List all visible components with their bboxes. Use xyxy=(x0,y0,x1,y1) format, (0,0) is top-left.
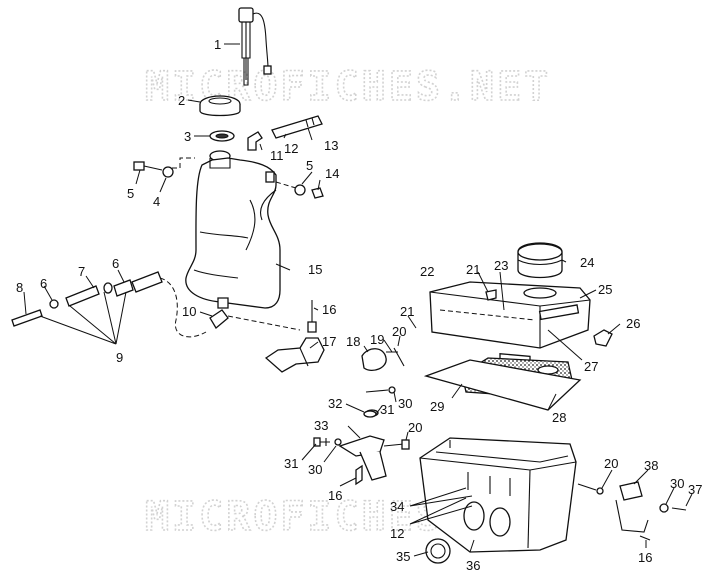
callout-25: 25 xyxy=(598,282,612,297)
callout-32: 32 xyxy=(328,396,342,411)
callout-5-left: 5 xyxy=(127,186,134,201)
callout-35: 35 xyxy=(396,549,410,564)
callout-30-left: 30 xyxy=(308,462,322,477)
part-battery-lid xyxy=(429,281,591,372)
callout-28: 28 xyxy=(552,410,566,425)
callout-17: 17 xyxy=(322,334,336,349)
part-battery-box xyxy=(419,437,577,553)
callout-29: 29 xyxy=(430,399,444,414)
callout-20-lid: 20 xyxy=(392,324,406,339)
part-strap-bracket xyxy=(577,481,687,541)
part-vent-hose xyxy=(271,115,323,139)
part-tank-bracket xyxy=(264,300,325,373)
part-grommet xyxy=(425,538,451,564)
part-tank-outlet xyxy=(209,297,301,331)
callout-18: 18 xyxy=(346,334,360,349)
callout-20-right: 20 xyxy=(604,456,618,471)
part-fuel-line-assembly xyxy=(11,271,207,345)
part-fuel-tank xyxy=(185,150,281,309)
callout-19: 19 xyxy=(370,332,384,347)
callout-21-left: 21 xyxy=(400,304,414,319)
callout-37: 37 xyxy=(688,482,702,497)
callout-31-left: 31 xyxy=(284,456,298,471)
callout-6: 6 xyxy=(112,256,119,271)
callout-16-tank: 16 xyxy=(322,302,336,317)
callout-10: 10 xyxy=(182,304,196,319)
callout-4: 4 xyxy=(153,194,160,209)
part-mount-bracket xyxy=(313,410,410,481)
callout-30-right: 30 xyxy=(670,476,684,491)
part-vent-cap xyxy=(361,347,405,372)
callout-24: 24 xyxy=(580,255,594,270)
leader-lines xyxy=(23,43,693,557)
callout-31-mid: 31 xyxy=(380,402,394,417)
callout-1: 1 xyxy=(214,37,221,52)
callout-36: 36 xyxy=(466,558,480,573)
callout-20-box: 20 xyxy=(408,420,422,435)
part-rubber-boot xyxy=(517,242,563,279)
part-clip-16-left xyxy=(355,464,363,486)
callout-33: 33 xyxy=(314,418,328,433)
callout-12-box: 12 xyxy=(390,526,404,541)
callout-23: 23 xyxy=(494,258,508,273)
part-bolt-left xyxy=(133,157,195,178)
callout-27: 27 xyxy=(584,359,598,374)
callout-2: 2 xyxy=(178,93,185,108)
callout-11: 11 xyxy=(270,148,284,163)
part-vent-fitting xyxy=(247,131,263,151)
callout-15: 15 xyxy=(308,262,322,277)
part-terminal-plug xyxy=(593,329,613,347)
callout-34: 34 xyxy=(390,499,404,514)
callout-16-right: 16 xyxy=(638,550,652,565)
callout-labels: 1 2 3 5 4 11 12 13 5 14 15 6 7 6 8 9 10 … xyxy=(16,37,702,573)
callout-5-right: 5 xyxy=(306,158,313,173)
callout-7: 7 xyxy=(78,264,85,279)
callout-9: 9 xyxy=(116,350,123,365)
callout-14: 14 xyxy=(325,166,339,181)
part-lid-strap xyxy=(538,304,580,321)
callout-30-mid: 30 xyxy=(398,396,412,411)
callout-38: 38 xyxy=(644,458,658,473)
callout-8: 8 xyxy=(16,280,23,295)
part-fuel-gauge-sender xyxy=(238,7,272,86)
part-bolt-right xyxy=(275,181,324,199)
part-fuel-cap xyxy=(199,95,241,117)
callout-6-small: 6 xyxy=(40,276,47,291)
part-cap-gasket xyxy=(209,130,235,142)
callout-13: 13 xyxy=(324,138,338,153)
callout-22: 22 xyxy=(420,264,434,279)
callout-21-top: 21 xyxy=(466,262,480,277)
callout-3: 3 xyxy=(184,129,191,144)
callout-12-top: 12 xyxy=(284,141,298,156)
callout-16-bracket: 16 xyxy=(328,488,342,503)
part-battery-pad xyxy=(423,359,582,411)
callout-26: 26 xyxy=(626,316,640,331)
